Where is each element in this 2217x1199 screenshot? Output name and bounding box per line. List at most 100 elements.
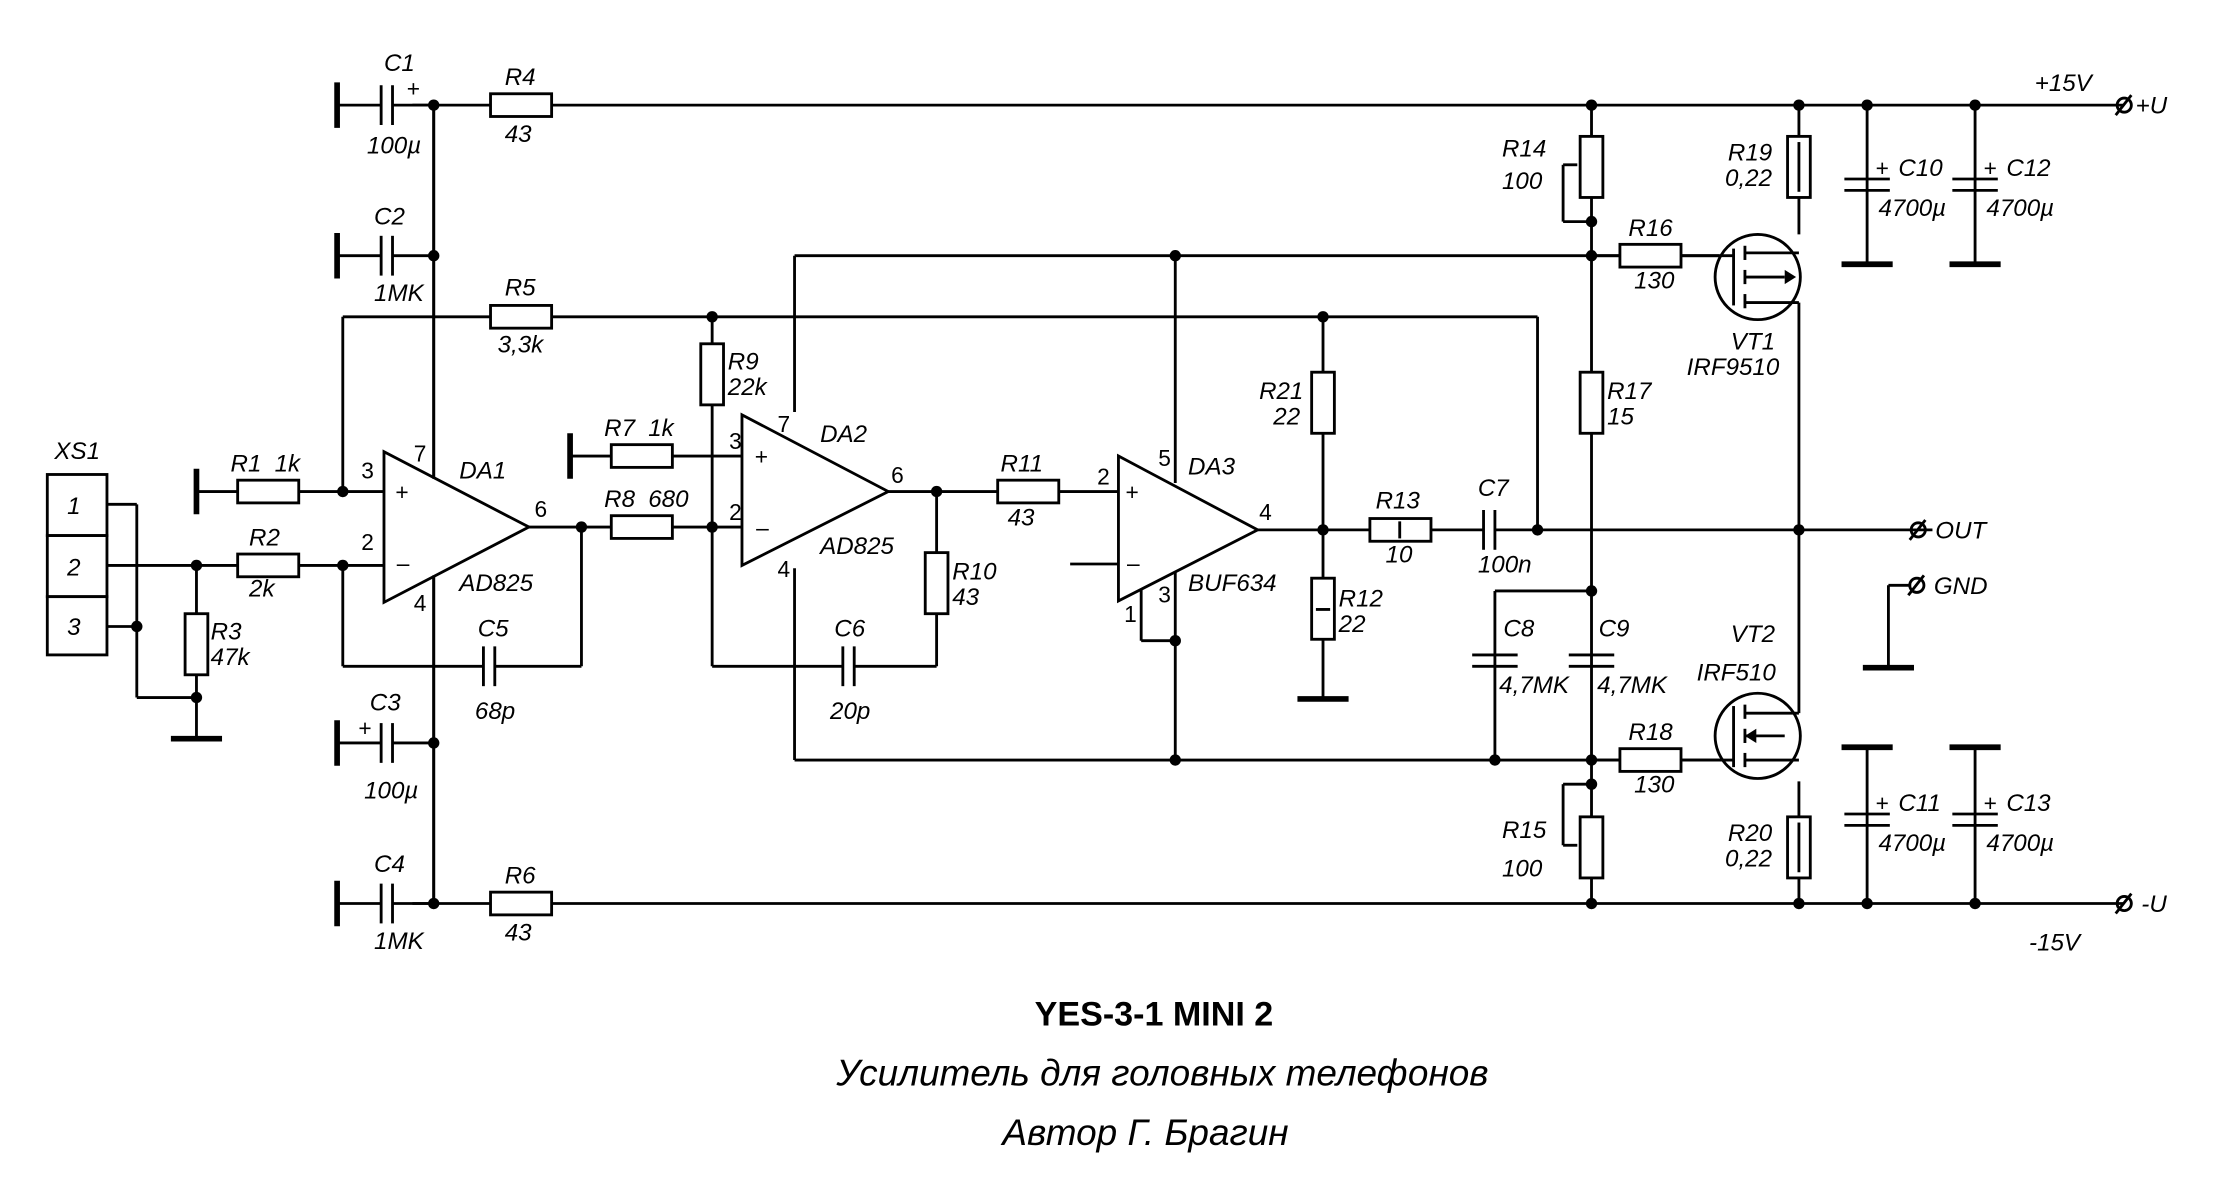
label-parts-r3-1: 47k bbox=[211, 644, 252, 671]
label-parts-c13-0: C13 bbox=[2006, 790, 2051, 817]
label-parts-c8-0: C8 bbox=[1503, 615, 1534, 642]
label-parts-r8-1: 680 bbox=[648, 486, 689, 513]
label-parts-r5-0: R5 bbox=[505, 274, 536, 301]
svg-text:–: – bbox=[397, 550, 410, 576]
neg-voltage-label: -15V bbox=[2029, 929, 2082, 956]
label-parts-r1-1: 1k bbox=[275, 451, 302, 478]
label-parts-r8-0: R8 bbox=[604, 486, 635, 513]
label-parts-c11-0: C11 bbox=[1898, 790, 1941, 817]
label-parts-c10-1: 4700µ bbox=[1878, 195, 1946, 222]
label-parts-c11-1: 4700µ bbox=[1878, 830, 1946, 857]
label-parts-c1-0: C1 bbox=[384, 50, 415, 77]
label-parts-r10-0: R10 bbox=[952, 559, 997, 586]
svg-text:2: 2 bbox=[729, 499, 742, 525]
label-parts-c1-1: 100µ bbox=[367, 132, 421, 159]
opamps bbox=[382, 105, 1261, 904]
svg-text:1: 1 bbox=[1124, 601, 1137, 627]
label-parts-r4-0: R4 bbox=[505, 64, 536, 91]
terminals[interactable] bbox=[1907, 94, 2133, 915]
label-parts-da1-1: AD825 bbox=[457, 570, 533, 597]
label-parts-r14-1: 100 bbox=[1502, 168, 1543, 195]
label-parts-r13-0: R13 bbox=[1376, 488, 1421, 515]
xs1-pin-2: 2 bbox=[66, 554, 81, 581]
svg-text:4: 4 bbox=[1259, 499, 1272, 525]
label-parts-r2-0: R2 bbox=[249, 525, 280, 552]
rail-labels: +15V +U OUT GND -U -15V bbox=[1934, 70, 2168, 956]
svg-text:+: + bbox=[1876, 155, 1889, 181]
label-parts-r15-1: 100 bbox=[1502, 856, 1543, 883]
label-parts-r10-1: 43 bbox=[952, 584, 979, 611]
label-parts-r6-1: 43 bbox=[505, 919, 532, 946]
mosfets bbox=[1681, 232, 1802, 780]
label-parts-r19-1: 0,22 bbox=[1725, 165, 1773, 192]
label-parts-c6-1: 20p bbox=[829, 698, 870, 725]
label-parts-da3-0: DA3 bbox=[1188, 453, 1236, 480]
svg-text:+: + bbox=[395, 479, 408, 505]
svg-text:3: 3 bbox=[361, 458, 374, 484]
label-parts-c3-1: 100µ bbox=[364, 777, 418, 804]
svg-text:+: + bbox=[1876, 790, 1889, 816]
svg-text:+: + bbox=[1984, 155, 1997, 181]
svg-text:+: + bbox=[1984, 790, 1997, 816]
label-parts-r3-0: R3 bbox=[211, 618, 242, 645]
label-parts-c12-0: C12 bbox=[2006, 155, 2051, 182]
label-parts-r11-0: R11 bbox=[1001, 451, 1044, 478]
label-parts-r7-0: R7 bbox=[604, 415, 636, 442]
svg-text:+: + bbox=[755, 444, 768, 470]
label-parts-r18-0: R18 bbox=[1628, 719, 1673, 746]
pin-numbers: 32 746 32 746 253 14 bbox=[361, 411, 1271, 627]
label-parts-c7-0: C7 bbox=[1478, 475, 1510, 502]
label-parts-r4-1: 43 bbox=[505, 121, 532, 148]
label-parts-c2-0: C2 bbox=[374, 203, 405, 230]
label-parts-r6-0: R6 bbox=[505, 863, 536, 890]
label-parts-da3-1: BUF634 bbox=[1188, 570, 1277, 597]
label-parts-c4-1: 1MK bbox=[374, 928, 425, 955]
svg-text:–: – bbox=[756, 515, 769, 541]
label-parts-c6-0: C6 bbox=[834, 615, 865, 642]
svg-text:7: 7 bbox=[414, 441, 427, 467]
xs1-pin-3: 3 bbox=[67, 614, 81, 641]
label-parts-da2-0: DA2 bbox=[820, 421, 868, 448]
xs1-pin-1: 1 bbox=[67, 493, 80, 520]
out-label: OUT bbox=[1935, 517, 1988, 544]
label-parts-c10-0: C10 bbox=[1898, 155, 1943, 182]
label-parts-r12-0: R12 bbox=[1339, 586, 1384, 613]
label-parts-r14-0: R14 bbox=[1502, 135, 1546, 162]
label-parts-r7-1: 1k bbox=[648, 415, 675, 442]
label-parts-r5-1: 3,3k bbox=[498, 331, 546, 358]
label-parts-c3-0: C3 bbox=[370, 689, 401, 716]
label-parts-r12-1: 22 bbox=[1338, 611, 1366, 638]
label-parts-c9-1: 4,7MK bbox=[1597, 672, 1668, 699]
label-parts-vt1-1: IRF9510 bbox=[1687, 354, 1780, 381]
label-parts-r9-1: 22k bbox=[727, 374, 769, 401]
svg-text:6: 6 bbox=[891, 462, 904, 488]
neg-rail-label: -U bbox=[2141, 891, 2167, 918]
svg-text:2: 2 bbox=[361, 529, 374, 555]
label-parts-c5-1: 68p bbox=[475, 698, 515, 725]
pos-voltage-label: +15V bbox=[2035, 70, 2094, 97]
label-parts-r17-0: R17 bbox=[1607, 378, 1653, 405]
label-parts-r1-0: R1 bbox=[231, 451, 262, 478]
label-parts-r21-1: 22 bbox=[1272, 404, 1300, 431]
label-parts-c2-1: 1MK bbox=[374, 280, 425, 307]
label-parts-r18-1: 130 bbox=[1634, 772, 1675, 799]
svg-text:3: 3 bbox=[729, 428, 742, 454]
label-parts-r17-1: 15 bbox=[1607, 404, 1634, 431]
svg-text:+: + bbox=[1126, 479, 1139, 505]
label-parts-da2-1: AD825 bbox=[818, 533, 894, 560]
svg-text:4: 4 bbox=[414, 590, 427, 616]
label-parts-vt2-1: IRF510 bbox=[1697, 659, 1777, 686]
page-title: YES-3-1 MINI 2 bbox=[1035, 996, 1274, 1034]
resistor-bodies bbox=[183, 92, 1812, 917]
gnd-label: GND bbox=[1934, 573, 1988, 600]
label-parts-r20-1: 0,22 bbox=[1725, 846, 1773, 873]
connector-xs1[interactable] bbox=[45, 473, 109, 657]
label-parts-c8-1: 4,7MK bbox=[1499, 672, 1570, 699]
svg-text:4: 4 bbox=[777, 556, 790, 582]
label-parts-c12-1: 4700µ bbox=[1986, 195, 2054, 222]
polarity-marks: ++ ++ ++ +– +– +– bbox=[358, 76, 1996, 817]
label-parts-vt1-0: VT1 bbox=[1731, 328, 1775, 355]
pos-rail-label: +U bbox=[2136, 93, 2168, 120]
label-parts-vt2-0: VT2 bbox=[1731, 621, 1776, 648]
